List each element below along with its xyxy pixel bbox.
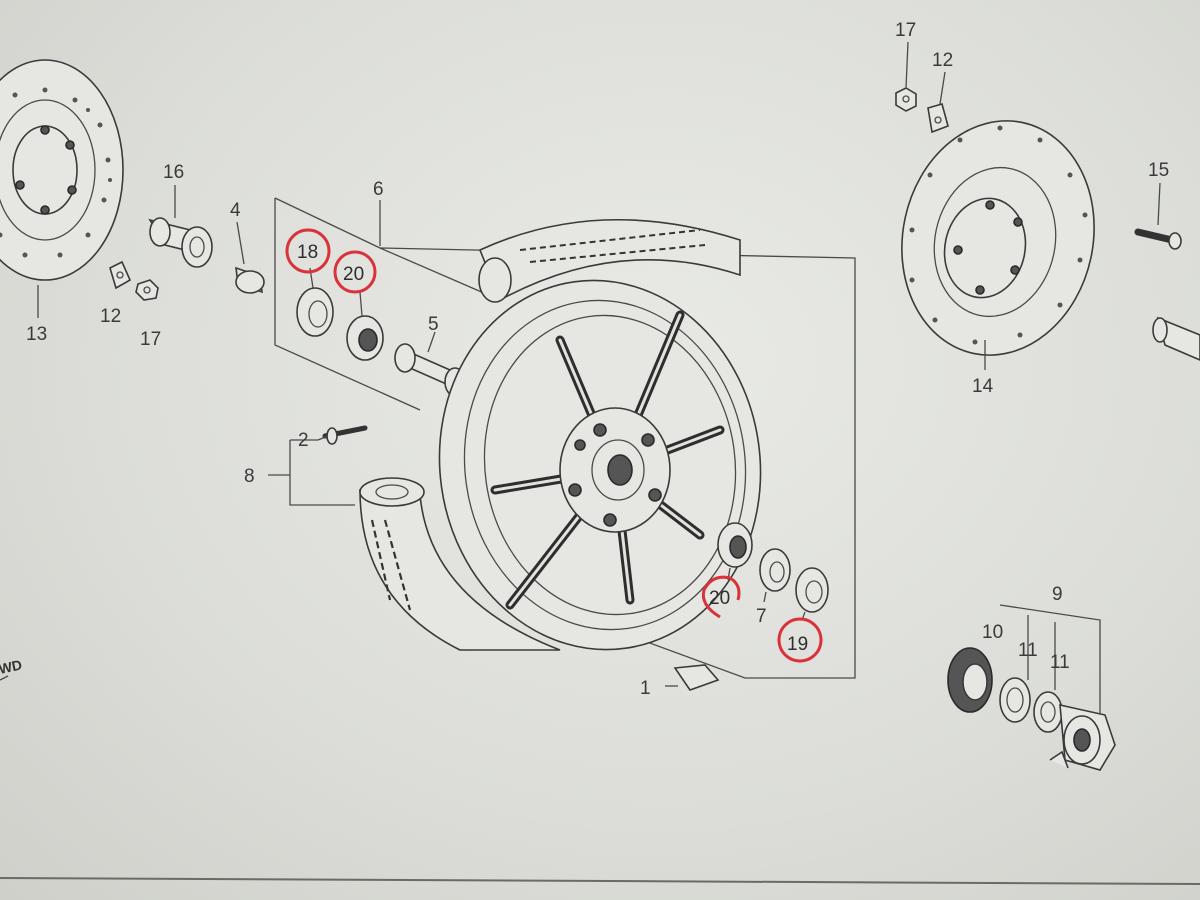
bolt-15 bbox=[1134, 228, 1182, 250]
seal-19 bbox=[795, 567, 829, 613]
callout-15: 15 bbox=[1148, 160, 1169, 181]
callout-10: 10 bbox=[982, 622, 1003, 643]
left-brake-disc bbox=[0, 59, 124, 281]
tire-section-top bbox=[478, 218, 741, 303]
bearing-20-left bbox=[346, 315, 384, 361]
callout-2: 2 bbox=[298, 430, 309, 451]
callout-9: 9 bbox=[1052, 584, 1063, 605]
callout-4: 4 bbox=[230, 200, 241, 221]
spacer-7 bbox=[759, 548, 791, 592]
callout-16: 16 bbox=[163, 162, 184, 183]
axle-spacer-16 bbox=[148, 217, 213, 268]
page-edge bbox=[0, 877, 1200, 885]
bracket-12-right bbox=[927, 103, 949, 134]
callout-14: 14 bbox=[972, 376, 994, 397]
callout-5: 5 bbox=[428, 314, 439, 335]
spacer-4 bbox=[235, 266, 265, 294]
leader-lines bbox=[37, 41, 1161, 621]
speedometer-gearbox bbox=[947, 647, 1116, 771]
callout-1: 1 bbox=[640, 678, 651, 699]
tire-8 bbox=[359, 477, 561, 651]
axle-end bbox=[1152, 316, 1200, 361]
callout-6: 6 bbox=[373, 179, 384, 200]
right-brake-disc bbox=[901, 120, 1095, 356]
callout-12-right: 12 bbox=[932, 50, 953, 71]
callout-17-right: 17 bbox=[895, 20, 916, 41]
leader-8 bbox=[268, 439, 355, 506]
bracket-12-left bbox=[109, 260, 132, 290]
nut-17-right bbox=[895, 87, 917, 112]
highlight-circle-20-right bbox=[701, 575, 741, 619]
fwd-arrow bbox=[0, 675, 9, 681]
callout-7: 7 bbox=[756, 606, 767, 627]
callout-13: 13 bbox=[26, 324, 47, 345]
cast-wheel bbox=[438, 279, 762, 651]
balance-weight-1 bbox=[665, 664, 720, 691]
fwd-marker: WD bbox=[0, 656, 23, 677]
highlight-circle-19 bbox=[777, 617, 823, 663]
valve-2 bbox=[322, 425, 368, 445]
callout-17-left: 17 bbox=[140, 329, 161, 350]
bearing-20-right bbox=[717, 522, 753, 568]
callout-18: 18 bbox=[297, 242, 318, 263]
callout-20-right: 20 bbox=[709, 588, 730, 609]
callout-11b: 11 bbox=[1050, 652, 1070, 673]
nut-17-left bbox=[135, 279, 159, 301]
highlight-circle-18 bbox=[285, 228, 331, 274]
leader-9 bbox=[999, 604, 1101, 745]
callout-11a: 11 bbox=[1018, 640, 1038, 661]
callout-12-left: 12 bbox=[100, 306, 121, 327]
seal-18 bbox=[296, 287, 334, 337]
callout-20-left: 20 bbox=[343, 264, 364, 285]
callout-8: 8 bbox=[244, 466, 255, 487]
highlight-circle-20-left bbox=[333, 250, 377, 294]
callout-19: 19 bbox=[787, 634, 808, 655]
